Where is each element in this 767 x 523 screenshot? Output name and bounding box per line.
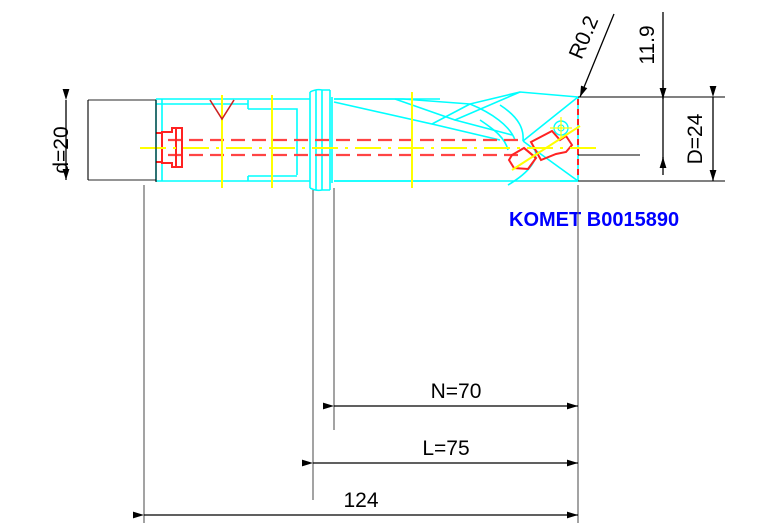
point-face-upper <box>522 96 579 142</box>
body-top-edge <box>334 91 579 105</box>
label-point-height: 11.9 <box>636 25 659 64</box>
shank-vgroove <box>209 99 235 121</box>
coolant-hole-marker <box>550 117 572 139</box>
label-drill-diameter: D=24 <box>684 113 707 164</box>
flute-margin-1 <box>431 123 501 141</box>
bottom-extension-lines <box>143 185 579 523</box>
dim-corner-radius <box>579 13 615 98</box>
leader-r02 <box>579 13 615 98</box>
label-usable-length: L=75 <box>422 437 469 460</box>
gash-arc-upper <box>499 104 524 142</box>
tool-body-geometry <box>155 88 579 192</box>
label-shank-diameter: d=20 <box>50 126 73 173</box>
label-flute-length: N=70 <box>431 380 482 403</box>
flute-helix-upper <box>333 101 471 125</box>
tip-axis-ray <box>511 125 581 171</box>
dim-shank-diameter <box>62 89 157 182</box>
part-number-label: KOMET B0015890 <box>509 209 679 231</box>
dim-drill-diameter <box>578 86 725 182</box>
label-overall-length: 124 <box>343 489 378 512</box>
point-chisel <box>522 140 532 148</box>
axis-centre-lines <box>140 92 600 188</box>
coolant-channel-lines <box>168 138 520 157</box>
flute-curve-back2 <box>469 103 516 141</box>
shank-step <box>156 100 298 181</box>
flute-margin-2 <box>454 119 513 136</box>
